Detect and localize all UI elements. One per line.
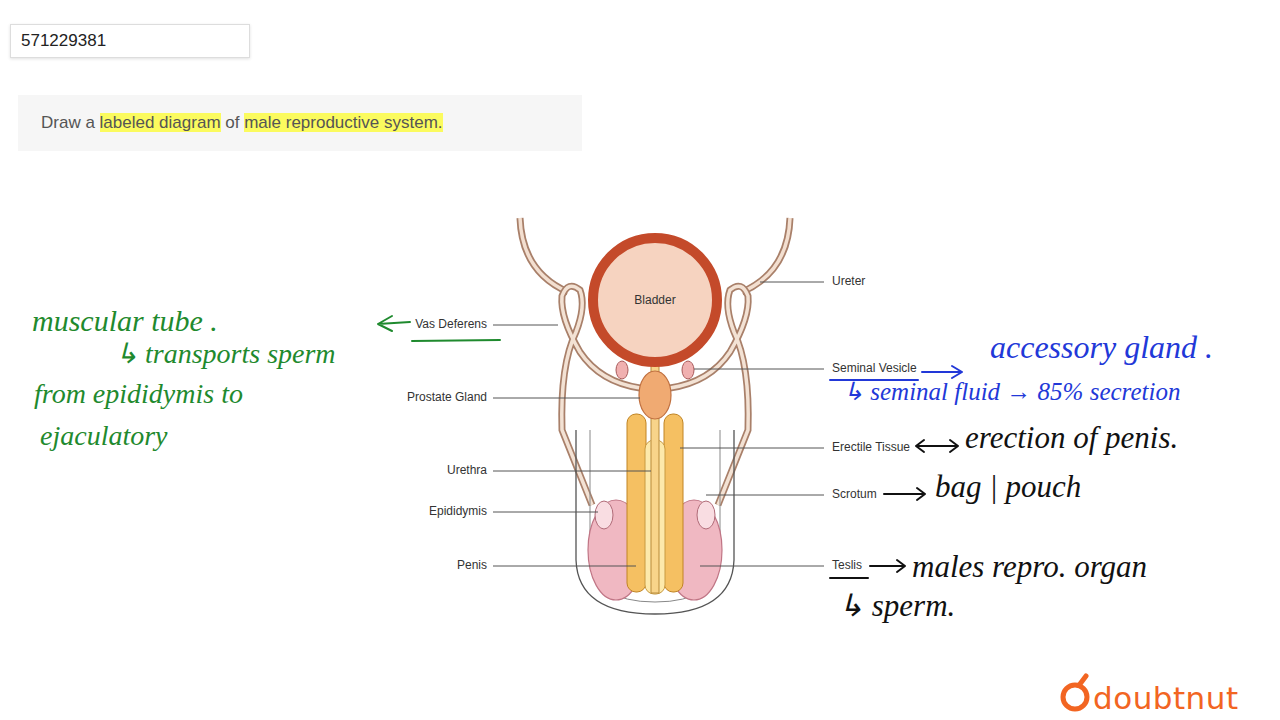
green-underline <box>412 340 500 341</box>
handwritten-note: ↳ sperm. <box>838 589 955 623</box>
logo-icon <box>1063 676 1087 709</box>
part-label: Epididymis <box>429 505 487 518</box>
ureter-left <box>520 218 568 292</box>
black-arrow <box>884 488 925 500</box>
id-box: 571229381 <box>10 24 250 58</box>
part-label: Ureter <box>832 275 865 288</box>
green-arrow <box>378 316 410 331</box>
leader-line <box>493 325 558 326</box>
double-arrow <box>916 440 958 452</box>
handwritten-note: males repro. organ <box>912 550 1147 584</box>
leader-line <box>493 398 640 399</box>
handwritten-note: ejaculatory <box>40 421 168 452</box>
logo-stem <box>1080 676 1086 684</box>
black-underline <box>830 577 868 579</box>
part-label: Penis <box>457 559 487 572</box>
handwritten-note: erection of penis. <box>965 421 1178 455</box>
part-label: Vas Deferens <box>415 318 487 331</box>
blue-arrow <box>922 366 962 378</box>
handwritten-note: accessory gland . <box>990 330 1213 365</box>
epididymis-right <box>697 501 715 529</box>
bladder-circle: Bladder <box>587 232 723 368</box>
part-label: Urethra <box>447 464 487 477</box>
ureter-left-inner <box>520 218 568 292</box>
handwritten-note: ↳ seminal fluid → 85% secretion <box>843 378 1180 406</box>
ureter-right <box>742 218 790 292</box>
node-text: 571229381 <box>21 31 106 51</box>
part-label: Erectile Tissue <box>832 441 910 454</box>
leader-line <box>700 566 824 567</box>
leader-line <box>493 512 598 513</box>
logo-ring <box>1063 685 1087 709</box>
handwritten-note: from epididymis to <box>34 379 243 410</box>
erectile-right <box>664 414 683 592</box>
leader-line <box>694 369 824 370</box>
ureter-right-inner <box>742 218 790 292</box>
leader-line <box>493 566 636 567</box>
part-label: Teslis <box>832 559 862 572</box>
erectile-left <box>627 414 646 592</box>
leader-line <box>493 471 651 472</box>
part-label: Prostate Gland <box>407 391 487 404</box>
node-text: Draw a labeled diagram of male reproduct… <box>41 113 443 133</box>
epididymis-left <box>595 501 613 529</box>
watermark-logo: doubtnut <box>1093 681 1239 715</box>
node-text: Bladder <box>634 293 675 307</box>
prostate-gland <box>639 371 671 419</box>
black-arrow <box>870 560 905 572</box>
part-label: Scrotum <box>832 488 877 501</box>
part-label: Seminal Vesicle <box>832 362 917 375</box>
leader-line <box>706 495 824 496</box>
seminal-vesicle-right <box>682 361 694 379</box>
seminal-vesicle-left <box>616 361 628 379</box>
leader-line <box>760 282 824 283</box>
leader-line <box>680 448 824 449</box>
handwritten-note: bag | pouch <box>935 470 1081 504</box>
bladder-wall <box>593 238 717 362</box>
handwritten-note: muscular tube . <box>32 304 218 337</box>
handwritten-note: ↳ transports sperm <box>115 339 336 370</box>
question-band: Draw a labeled diagram of male reproduct… <box>18 95 582 151</box>
